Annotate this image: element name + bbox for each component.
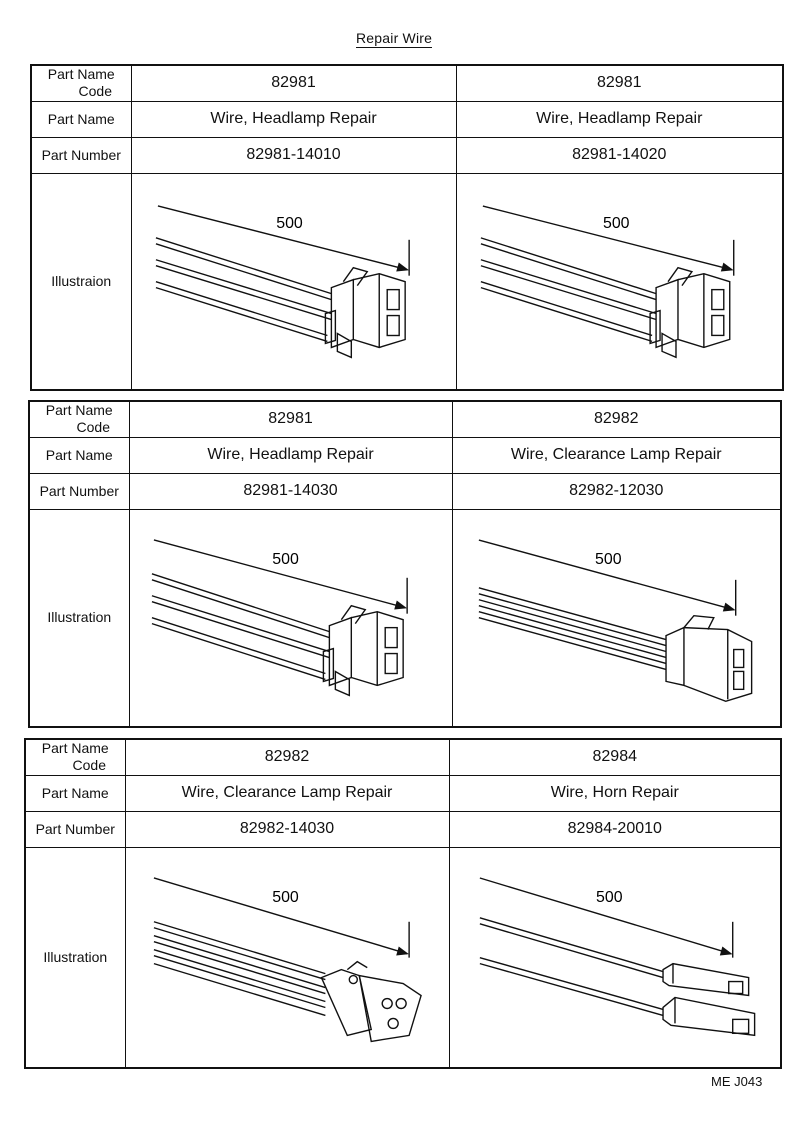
part-number: 82984-20010	[448, 810, 782, 848]
document-code: ME J043	[711, 1074, 763, 1089]
label-part-name: Part Name	[24, 774, 126, 812]
dimension-label: 500	[595, 550, 622, 567]
part-number: 82982-14030	[124, 810, 450, 848]
illustration-cell: 500	[128, 508, 453, 728]
part-code: 82984	[448, 738, 782, 776]
part-code: 82981	[128, 400, 453, 438]
part-name: Wire, Headlamp Repair	[128, 436, 453, 474]
illustration-cell: 500	[451, 508, 782, 728]
part-code: 82982	[451, 400, 782, 438]
part-code: 82981	[130, 64, 457, 102]
part-name: Wire, Clearance Lamp Repair	[124, 774, 450, 812]
part-name: Wire, Horn Repair	[448, 774, 782, 812]
headlamp-connector-illustration: 500	[155, 204, 410, 358]
headlamp-connector-illustration: 500	[151, 538, 408, 696]
dimension-label: 500	[272, 550, 299, 567]
part-number: 82981-14010	[130, 136, 457, 174]
label-part-name: Part Name	[28, 436, 130, 474]
label-part-number: Part Number	[28, 472, 130, 510]
part-name: Wire, Clearance Lamp Repair	[451, 436, 782, 474]
illustration-cell: 500	[455, 172, 784, 391]
part-name: Wire, Headlamp Repair	[130, 100, 457, 138]
part-number: 82981-14030	[128, 472, 453, 510]
illustration-cell: 500	[130, 172, 457, 391]
illustration-cell: 500	[124, 846, 450, 1069]
illustration-cell: 500	[448, 846, 782, 1069]
part-name: Wire, Headlamp Repair	[455, 100, 784, 138]
part-number: 82982-12030	[451, 472, 782, 510]
part-number: 82981-14020	[455, 136, 784, 174]
label-illustration: Illustration	[28, 508, 130, 728]
label-illustration: Illustraion	[30, 172, 132, 391]
part-code: 82982	[124, 738, 450, 776]
horn-connector-illustration: 500	[479, 876, 755, 1036]
label-part-number: Part Number	[30, 136, 132, 174]
label-part-number: Part Number	[24, 810, 126, 848]
headlamp-connector-illustration: 500	[480, 204, 734, 358]
page-title: Repair Wire	[356, 30, 433, 48]
dimension-label: 500	[596, 888, 623, 905]
dimension-label: 500	[276, 214, 303, 231]
part-code: 82981	[455, 64, 784, 102]
dimension-label: 500	[602, 214, 629, 231]
clearance-connector-illustration: 500	[478, 538, 752, 702]
triangular-connector-illustration: 500	[153, 876, 422, 1042]
label-illustration: Illustration	[24, 846, 126, 1069]
dimension-label: 500	[272, 888, 299, 905]
label-part-name: Part Name	[30, 100, 132, 138]
